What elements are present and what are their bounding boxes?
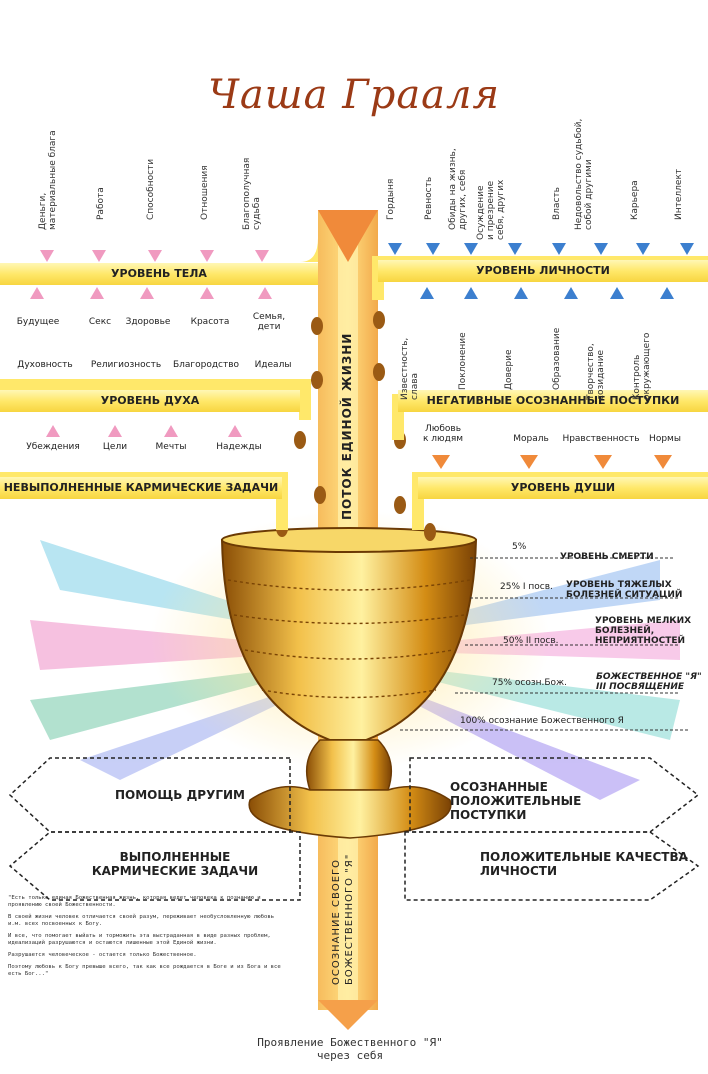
level-label-heavy: УРОВЕНЬ ТЯЖЕЛЫХ БОЛЕЗНЕЙ СИТУАЦИЙ [566, 580, 683, 600]
pink-arrow-icon [200, 287, 214, 299]
orange-arrow-icon [654, 455, 672, 469]
top-left-label-relations: Отношения [200, 165, 210, 220]
band-negative-actions: НЕГАТИВНЫЕ ОСОЗНАННЫЕ ПОСТУПКИ [398, 390, 708, 412]
left-arrow-help-others: ПОМОЩЬ ДРУГИМ [115, 788, 245, 802]
top-left-label-fate: Благополучная судьба [242, 157, 262, 230]
pink-arrow-icon [255, 250, 269, 262]
blue-arrow-icon [594, 243, 608, 255]
body-item-nobility: Благородство [172, 360, 240, 370]
personality-item-control: Контроль окружающего [632, 332, 652, 400]
blue-arrow-icon [610, 287, 624, 299]
orange-arrow-icon [594, 455, 612, 469]
soul-item-love: Любовь к людям [422, 424, 464, 444]
level-pct-100: 100% осознание Божественного Я [460, 716, 624, 726]
right-arrow-positive-actions: ОСОЗНАННЫЕ ПОЛОЖИТЕЛЬНЫЕ ПОСТУПКИ [450, 780, 582, 822]
band-karmic-tasks: НЕВЫПОЛНЕННЫЕ КАРМИЧЕСКИЕ ЗАДАЧИ [0, 477, 282, 499]
band-personality-level: УРОВЕНЬ ЛИЧНОСТИ [378, 260, 708, 282]
left-arrow-karmic-done: ВЫПОЛНЕННЫЕ КАРМИЧЕСКИЕ ЗАДАЧИ [91, 850, 259, 878]
spirit-item-hopes: Надежды [216, 442, 262, 452]
right-arrow-positive-qualities: ПОЛОЖИТЕЛЬНЫЕ КАЧЕСТВА ЛИЧНОСТИ [480, 850, 688, 878]
blue-arrow-icon [552, 243, 566, 255]
blue-arrow-icon [464, 243, 478, 255]
body-item-religiosity: Религиозность [90, 360, 162, 370]
blue-arrow-icon [514, 287, 528, 299]
blue-arrow-icon [508, 243, 522, 255]
stream-label: ПОТОК ЕДИНОЙ ЖИЗНИ [340, 332, 354, 520]
pink-arrow-icon [140, 287, 154, 299]
body-item-spirituality: Духовность [17, 360, 73, 370]
blue-arrow-icon [660, 287, 674, 299]
soul-item-norms: Нормы [649, 434, 681, 444]
blue-arrow-icon [464, 287, 478, 299]
blue-arrow-icon [420, 287, 434, 299]
soul-item-morality: Мораль [513, 434, 549, 444]
pink-arrow-icon [228, 425, 242, 437]
blue-arrow-icon [564, 287, 578, 299]
page-title: Чаша Грааля [208, 72, 500, 118]
quote-line: В своей жизни человек отличается своей р… [8, 914, 275, 927]
band-body-level: УРОВЕНЬ ТЕЛА [0, 263, 318, 285]
top-right-label-offense: Обиды на жизнь, других, себя [448, 148, 468, 230]
level-pct-5: 5% [512, 542, 527, 552]
personality-item-education: Образование [552, 327, 562, 390]
pink-arrow-icon [40, 250, 54, 262]
quote-line: Разрушается человеческое - остается толь… [8, 952, 197, 958]
pink-arrow-icon [200, 250, 214, 262]
body-item-health: Здоровье [125, 317, 171, 327]
top-right-label-career: Карьера [630, 180, 640, 220]
pink-arrow-icon [108, 425, 122, 437]
personality-item-trust: Доверие [504, 349, 514, 390]
soul-item-ethics: Нравственность [562, 434, 640, 444]
level-pct-25: 25% I посв. [500, 582, 553, 592]
top-right-label-pride: Гордыня [386, 178, 396, 220]
top-right-label-dissatisfaction: Недовольство судьбой, собой другими [574, 118, 594, 230]
footer-caption: Проявление Божественного "Я" через себя [257, 1036, 443, 1062]
level-label-minor: УРОВЕНЬ МЕЛКИХ БОЛЕЗНЕЙ, НЕПРИЯТНОСТЕЙ [595, 616, 692, 646]
spirit-item-beliefs: Убеждения [26, 442, 80, 452]
orange-arrow-icon [520, 455, 538, 469]
blue-arrow-icon [388, 243, 402, 255]
orange-arrow-icon [432, 455, 450, 469]
body-item-ideals: Идеалы [254, 360, 292, 370]
body-item-family: Семья, дети [252, 312, 286, 332]
pink-arrow-icon [90, 287, 104, 299]
quote-line: И все, что помогает выйать и торможить э… [8, 933, 271, 946]
top-right-label-judgment: Осуждение и презрение себя, других [476, 179, 506, 240]
level-pct-75: 75% осозн.Бож. [492, 678, 568, 688]
band-soul-level: УРОВЕНЬ ДУШИ [418, 477, 708, 499]
blue-arrow-icon [426, 243, 440, 255]
blue-arrow-icon [680, 243, 694, 255]
pink-arrow-icon [30, 287, 44, 299]
personality-item-creativity: Творчество, созидание [586, 343, 606, 400]
pink-arrow-icon [164, 425, 178, 437]
body-item-beauty: Красота [190, 317, 230, 327]
personality-item-worship: Поклонение [458, 332, 468, 390]
spirit-item-dreams: Мечты [155, 442, 187, 452]
body-item-future: Будущее [16, 317, 60, 327]
top-right-label-intellect: Интеллект [674, 168, 684, 220]
top-left-label-abilities: Способности [146, 158, 156, 220]
personality-item-fame: Известность, слава [400, 337, 420, 400]
pink-arrow-icon [46, 425, 60, 437]
top-right-label-jealousy: Ревность [424, 176, 434, 220]
blue-arrow-icon [636, 243, 650, 255]
quote-block: "Есть только единая Божественная жизнь, … [8, 895, 290, 978]
pink-arrow-icon [258, 287, 272, 299]
pink-arrow-icon [148, 250, 162, 262]
level-label-death: УРОВЕНЬ СМЕРТИ [560, 552, 654, 562]
body-item-sex: Секс [88, 317, 112, 327]
level-label-divine: БОЖЕСТВЕННОЕ "Я" III ПОСВЯЩЕНИЕ [596, 672, 702, 692]
pink-arrow-icon [92, 250, 106, 262]
quote-line: "Есть только единая Божественная жизнь, … [8, 895, 261, 908]
bottom-stream-label: ОСОЗНАНИЕ СВОЕГО БОЖЕСТВЕННОГО "Я" [331, 853, 355, 985]
band-spirit-level: УРОВЕНЬ ДУХА [0, 390, 300, 412]
top-left-label-money: Деньги, материальные блага [38, 130, 58, 230]
spirit-item-goals: Цели [102, 442, 128, 452]
top-right-label-power: Власть [552, 187, 562, 220]
level-pct-50: 50% II посв. [503, 636, 559, 646]
quote-line: Поэтому любовь к Богу превыше всего, так… [8, 964, 281, 977]
top-left-label-work: Работа [96, 187, 106, 220]
